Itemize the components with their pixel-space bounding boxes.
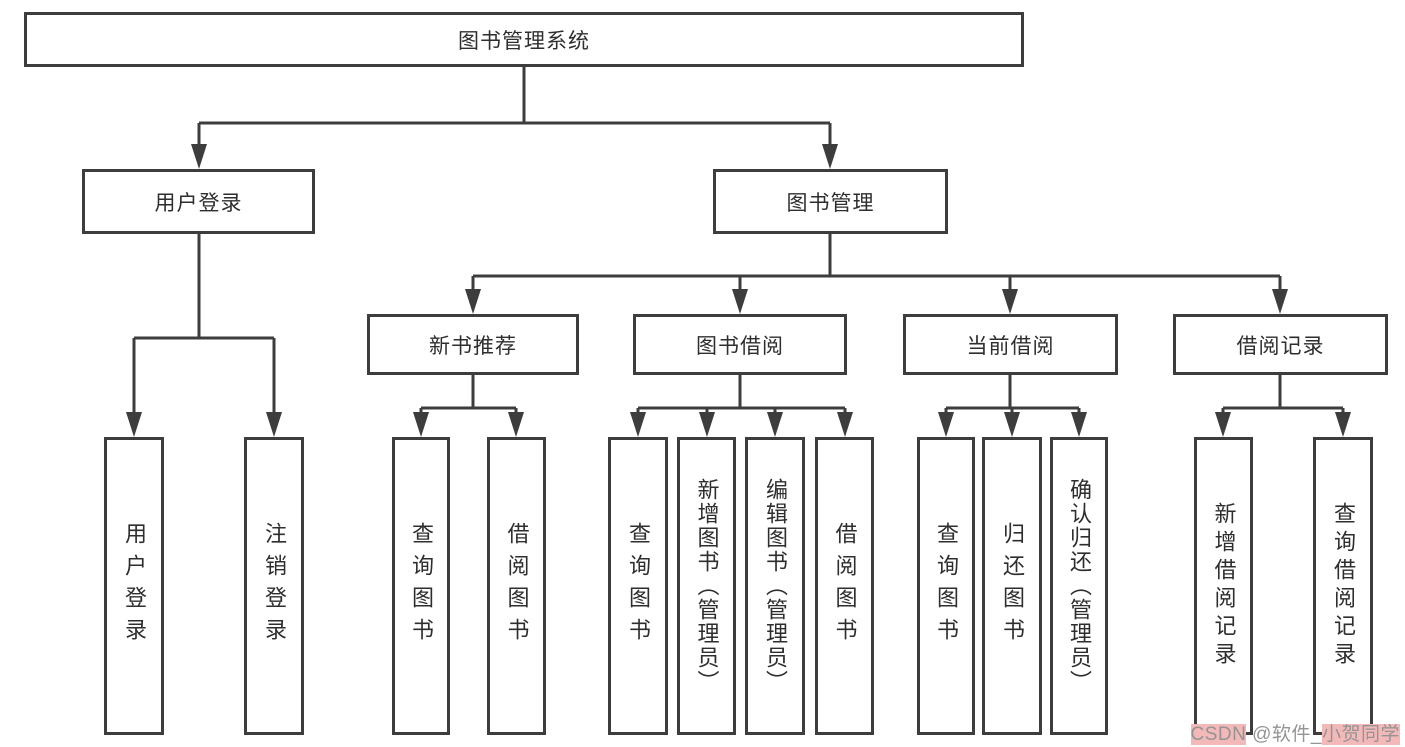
leaf-user-login: 用户登录 bbox=[104, 437, 164, 735]
leaf-borrow-borrow-books: 借阅图书 bbox=[815, 437, 874, 735]
leaf-borrow-edit-books-admin: 编辑图书（管理员） bbox=[745, 437, 805, 735]
leaf-current-confirm-return-admin: 确认归还（管理员） bbox=[1050, 437, 1108, 735]
csdn-watermark: CSDN @软件_小贺同学 bbox=[1190, 719, 1400, 746]
node-book-borrow-label: 图书借阅 bbox=[696, 334, 784, 358]
connector-current-to-leaves bbox=[944, 375, 1081, 414]
node-book-borrow: 图书借阅 bbox=[633, 314, 847, 375]
leaf-current-confirm-return-admin-label: 确认归还（管理员） bbox=[1067, 478, 1092, 694]
node-book-management-label: 图书管理 bbox=[786, 191, 875, 215]
node-user-login-label: 用户登录 bbox=[154, 191, 243, 215]
connector-record-to-leaves bbox=[1221, 375, 1345, 414]
leaf-newbook-query-books-label: 查询图书 bbox=[409, 522, 434, 650]
leaf-logout-label: 注销登录 bbox=[262, 522, 287, 650]
leaf-newbook-borrow-books-label: 借阅图书 bbox=[504, 522, 530, 650]
watermark-brand: CSDN bbox=[1190, 724, 1247, 745]
connector-login-to-leaves bbox=[132, 234, 276, 414]
node-current-borrow-label: 当前借阅 bbox=[966, 334, 1055, 358]
leaf-borrow-borrow-books-label: 借阅图书 bbox=[832, 522, 858, 650]
connector-mgmt-to-level3 bbox=[471, 234, 1282, 291]
leaf-record-query-borrow-record-label: 查询借阅记录 bbox=[1331, 502, 1356, 670]
leaf-newbook-query-books: 查询图书 bbox=[392, 437, 450, 735]
node-root-label: 图书管理系统 bbox=[458, 29, 590, 53]
leaf-borrow-edit-books-admin-label: 编辑图书（管理员） bbox=[763, 478, 788, 694]
arrowheads bbox=[126, 144, 1351, 437]
leaf-borrow-add-books-admin: 新增图书（管理员） bbox=[677, 437, 736, 735]
leaf-current-return-books: 归还图书 bbox=[982, 437, 1042, 735]
node-borrow-record: 借阅记录 bbox=[1173, 314, 1388, 375]
leaf-borrow-add-books-admin-label: 新增图书（管理员） bbox=[694, 478, 720, 694]
leaf-record-add-borrow-record: 新增借阅记录 bbox=[1194, 437, 1253, 735]
leaf-borrow-query-books: 查询图书 bbox=[608, 437, 668, 735]
leaf-current-query-books: 查询图书 bbox=[917, 437, 975, 735]
leaf-user-login-label: 用户登录 bbox=[122, 522, 147, 650]
leaf-record-query-borrow-record: 查询借阅记录 bbox=[1313, 437, 1373, 735]
node-borrow-record-label: 借阅记录 bbox=[1236, 334, 1325, 358]
leaf-newbook-borrow-books: 借阅图书 bbox=[487, 437, 546, 735]
node-user-login: 用户登录 bbox=[82, 169, 315, 234]
leaf-current-query-books-label: 查询图书 bbox=[934, 522, 959, 650]
node-current-borrow: 当前借阅 bbox=[903, 314, 1118, 375]
watermark-separator: @软件_ bbox=[1246, 724, 1322, 745]
connector-borrow-to-leaves bbox=[636, 375, 847, 414]
connector-newbook-to-leaves bbox=[419, 375, 518, 414]
watermark-username: 小贺同学 bbox=[1321, 724, 1400, 745]
node-new-book-recommend: 新书推荐 bbox=[367, 314, 579, 375]
leaf-current-return-books-label: 归还图书 bbox=[1000, 522, 1025, 650]
leaf-record-add-borrow-record-label: 新增借阅记录 bbox=[1211, 502, 1237, 670]
connector-root-to-level2 bbox=[197, 67, 832, 146]
node-new-book-recommend-label: 新书推荐 bbox=[429, 334, 517, 358]
leaf-logout: 注销登录 bbox=[244, 437, 304, 735]
node-root-system: 图书管理系统 bbox=[24, 12, 1024, 67]
leaf-borrow-query-books-label: 查询图书 bbox=[626, 522, 651, 650]
node-book-management: 图书管理 bbox=[713, 169, 948, 234]
